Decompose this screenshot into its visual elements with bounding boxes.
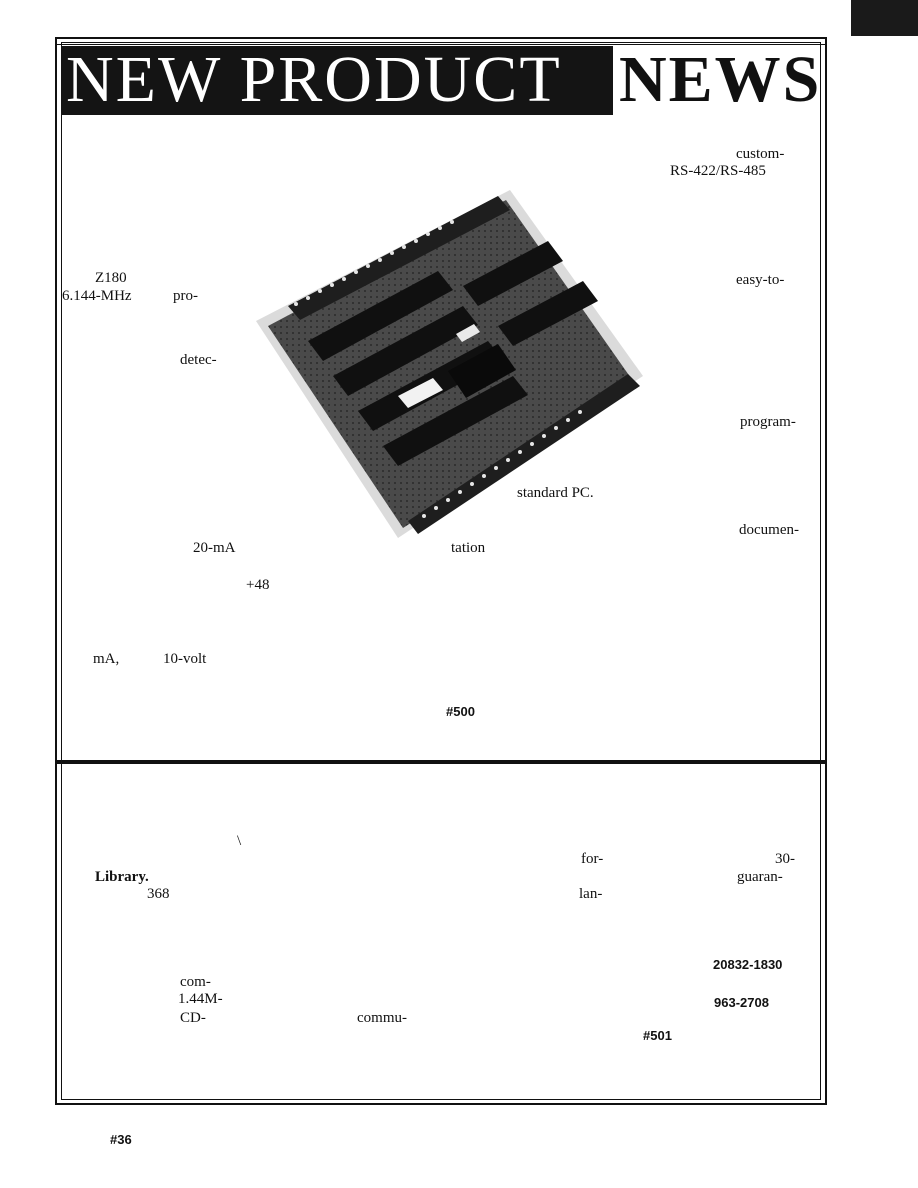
article1-text-10volt: 10-volt bbox=[163, 651, 207, 667]
article1-text-ma: mA, bbox=[93, 651, 120, 667]
top-rule bbox=[55, 44, 827, 45]
article2-text-cd: CD- bbox=[180, 1010, 206, 1026]
banner-title-new-product: NEW PRODUCT bbox=[66, 43, 562, 116]
article2-text-com: com- bbox=[180, 974, 211, 990]
article2-text-library: Library. bbox=[95, 869, 149, 885]
article2-text-for: for- bbox=[581, 851, 604, 867]
article1-text-custom: custom- bbox=[736, 146, 785, 162]
article1-text-tation: tation bbox=[451, 540, 486, 556]
article2-text-backslash: \ bbox=[237, 833, 242, 849]
article1-text-pc: standard PC. bbox=[517, 485, 594, 501]
article2-text-144m: 1.44M- bbox=[178, 991, 223, 1007]
article2-text-30: 30- bbox=[775, 851, 795, 867]
article2-text-zip: 20832-1830 bbox=[713, 957, 783, 972]
article2-text-lan: lan- bbox=[579, 886, 603, 902]
section-divider bbox=[55, 760, 827, 764]
article2-text-phone: 963-2708 bbox=[714, 995, 769, 1010]
page-frame-outer bbox=[55, 37, 827, 1105]
article1-text-pro: pro- bbox=[173, 288, 198, 304]
page-frame-inner bbox=[61, 42, 821, 1100]
banner-title-news: NEWS bbox=[619, 43, 822, 116]
article1-text-detec: detec- bbox=[180, 352, 217, 368]
article1-text-program: program- bbox=[740, 414, 796, 430]
article1-reader-service-number: #500 bbox=[446, 704, 475, 719]
article2-reader-service-number: #501 bbox=[643, 1028, 672, 1043]
article1-text-mhz: 6.144-MHz bbox=[62, 288, 132, 304]
banner-background bbox=[61, 46, 613, 115]
article1-text-rs: RS-422/RS-485 bbox=[670, 163, 766, 179]
article2-text-commu: commu- bbox=[357, 1010, 407, 1026]
article1-text-documen: documen- bbox=[739, 522, 799, 538]
article1-text-easy: easy-to- bbox=[736, 272, 785, 288]
article2-text-368: 368 bbox=[147, 886, 170, 902]
corner-scan-mark bbox=[851, 0, 918, 36]
article1-text-20ma: 20-mA bbox=[193, 540, 236, 556]
article1-text-z180: Z180 bbox=[95, 270, 127, 286]
circuit-board-photo bbox=[256, 190, 643, 538]
article2-text-guaran: guaran- bbox=[737, 869, 783, 885]
page-number: #36 bbox=[110, 1132, 132, 1147]
article1-text-48: +48 bbox=[246, 577, 270, 593]
